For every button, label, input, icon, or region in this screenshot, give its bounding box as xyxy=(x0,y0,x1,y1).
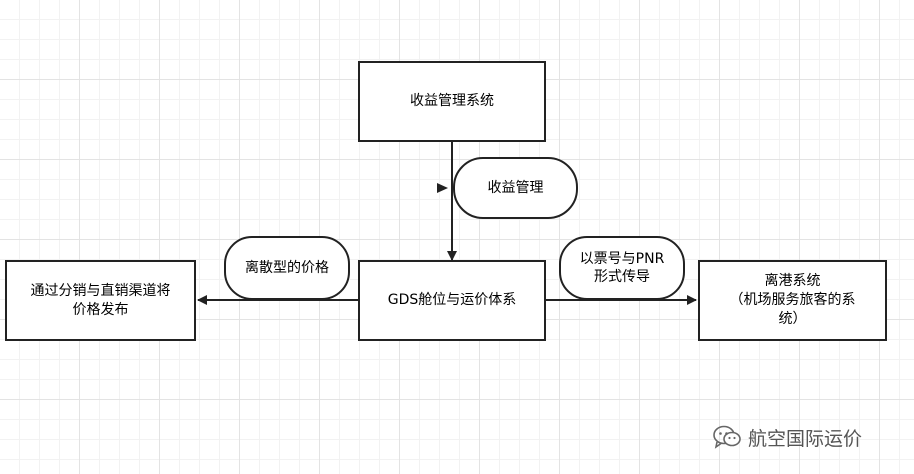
label-ticket-pnr-text: 以票号与PNR 形式传导 xyxy=(579,250,665,285)
small-arrow-left xyxy=(437,183,448,193)
watermark: 航空国际运价 xyxy=(712,420,862,454)
node-gds-label: GDS舱位与运价体系 xyxy=(387,292,517,309)
label-discrete-price[interactable]: 离散型的价格 xyxy=(224,236,350,300)
watermark-text: 航空国际运价 xyxy=(748,427,863,450)
node-distribution[interactable]: 通过分销与直销渠道将 价格发布 xyxy=(5,260,196,341)
node-revenue-management-label: 收益管理系统 xyxy=(410,93,494,110)
node-distribution-label: 通过分销与直销渠道将 价格发布 xyxy=(30,282,171,318)
node-departure-system[interactable]: 离港系统 （机场服务旅客的系 统） xyxy=(698,260,887,341)
label-revenue-management[interactable]: 收益管理 xyxy=(453,157,578,219)
node-gds[interactable]: GDS舱位与运价体系 xyxy=(358,260,546,341)
node-departure-system-label: 离港系统 （机场服务旅客的系 统） xyxy=(729,273,856,327)
label-ticket-pnr[interactable]: 以票号与PNR 形式传导 xyxy=(559,236,685,300)
node-revenue-management[interactable]: 收益管理系统 xyxy=(358,61,546,142)
label-revenue-management-text: 收益管理 xyxy=(487,179,544,196)
wechat-icon xyxy=(713,425,741,449)
label-discrete-price-text: 离散型的价格 xyxy=(245,259,329,276)
